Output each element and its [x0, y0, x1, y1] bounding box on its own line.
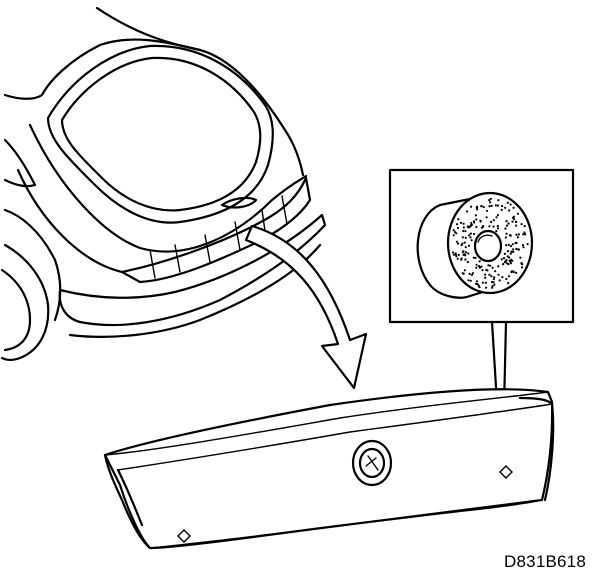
trim-panel	[103, 388, 555, 550]
car-rear-view	[0, 6, 327, 361]
fitting-arrow	[244, 224, 368, 390]
figure-reference-code: D831B618	[504, 552, 586, 571]
foam-texture	[451, 197, 529, 289]
